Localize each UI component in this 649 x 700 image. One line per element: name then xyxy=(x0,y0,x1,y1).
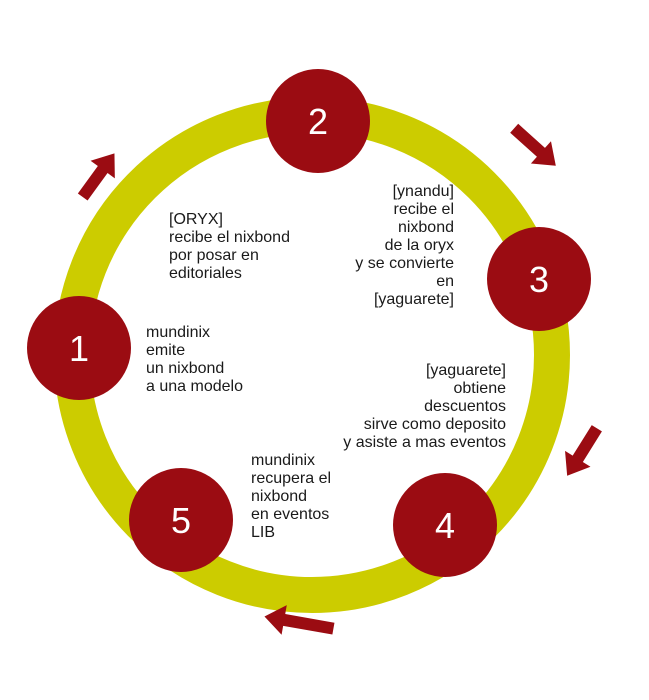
node-5-circle xyxy=(129,468,233,572)
step-5-line: recupera el xyxy=(251,470,332,487)
step-3-line: de la oryx xyxy=(384,237,454,254)
node-1-circle xyxy=(27,296,131,400)
node-4-number: 4 xyxy=(435,505,455,546)
step-2-line: editoriales xyxy=(169,265,242,282)
node-4-circle xyxy=(393,473,497,577)
step-3-line: [ynandu] xyxy=(392,183,454,200)
node-1-number: 1 xyxy=(69,328,89,369)
step-5-label: mundinix recupera el nixbond en eventos … xyxy=(251,452,331,542)
step-5-line: en eventos xyxy=(251,506,330,523)
step-4-line: [yaguarete] xyxy=(425,362,506,379)
arrow-down-right xyxy=(510,123,556,166)
cycle-arrows xyxy=(77,123,602,635)
step-4-line: obtiene xyxy=(453,380,507,397)
node-2-circle xyxy=(266,69,370,173)
step-1-line: a una modelo xyxy=(146,378,243,395)
node-4: 4 xyxy=(393,473,497,577)
step-2-label: [ORYX] recibe el nixbond por posar en ed… xyxy=(169,211,290,283)
step-2-line: por posar en xyxy=(169,247,259,264)
step-3-line: nixbond xyxy=(397,219,454,236)
step-1-line: emite xyxy=(146,342,186,359)
arrow-down-left xyxy=(565,425,602,476)
node-2-number: 2 xyxy=(308,101,328,142)
step-4-line: y asiste a mas eventos xyxy=(343,434,506,451)
node-3: 3 xyxy=(487,227,591,331)
step-3-line: recibe el xyxy=(393,201,454,218)
step-5-line: LIB xyxy=(251,524,276,541)
node-5: 5 xyxy=(129,468,233,572)
step-2-line: recibe el nixbond xyxy=(169,229,290,246)
node-3-number: 3 xyxy=(529,259,549,300)
arrow-up-right xyxy=(77,153,115,201)
step-5-line: mundinix xyxy=(251,452,316,469)
step-3-line: en xyxy=(436,273,454,290)
step-1-label: mundinix emite un nixbond a una modelo xyxy=(146,324,243,396)
step-2-line: [ORYX] xyxy=(169,211,223,228)
node-1: 1 xyxy=(27,296,131,400)
node-3-circle xyxy=(487,227,591,331)
step-3-line: [yaguarete] xyxy=(373,291,454,308)
arrow-left xyxy=(264,605,335,635)
node-2: 2 xyxy=(266,69,370,173)
step-4-line: descuentos xyxy=(424,398,506,415)
node-5-number: 5 xyxy=(171,500,191,541)
step-4-line: sirve como deposito xyxy=(363,416,506,433)
step-4-label: [yaguarete] obtiene descuentos sirve com… xyxy=(343,362,506,452)
step-3-label: [ynandu] recibe el nixbond de la oryx y … xyxy=(355,183,454,309)
step-3-line: y se convierte xyxy=(355,255,454,272)
step-1-line: un nixbond xyxy=(146,360,225,377)
step-5-line: nixbond xyxy=(251,488,308,505)
step-1-line: mundinix xyxy=(146,324,211,341)
